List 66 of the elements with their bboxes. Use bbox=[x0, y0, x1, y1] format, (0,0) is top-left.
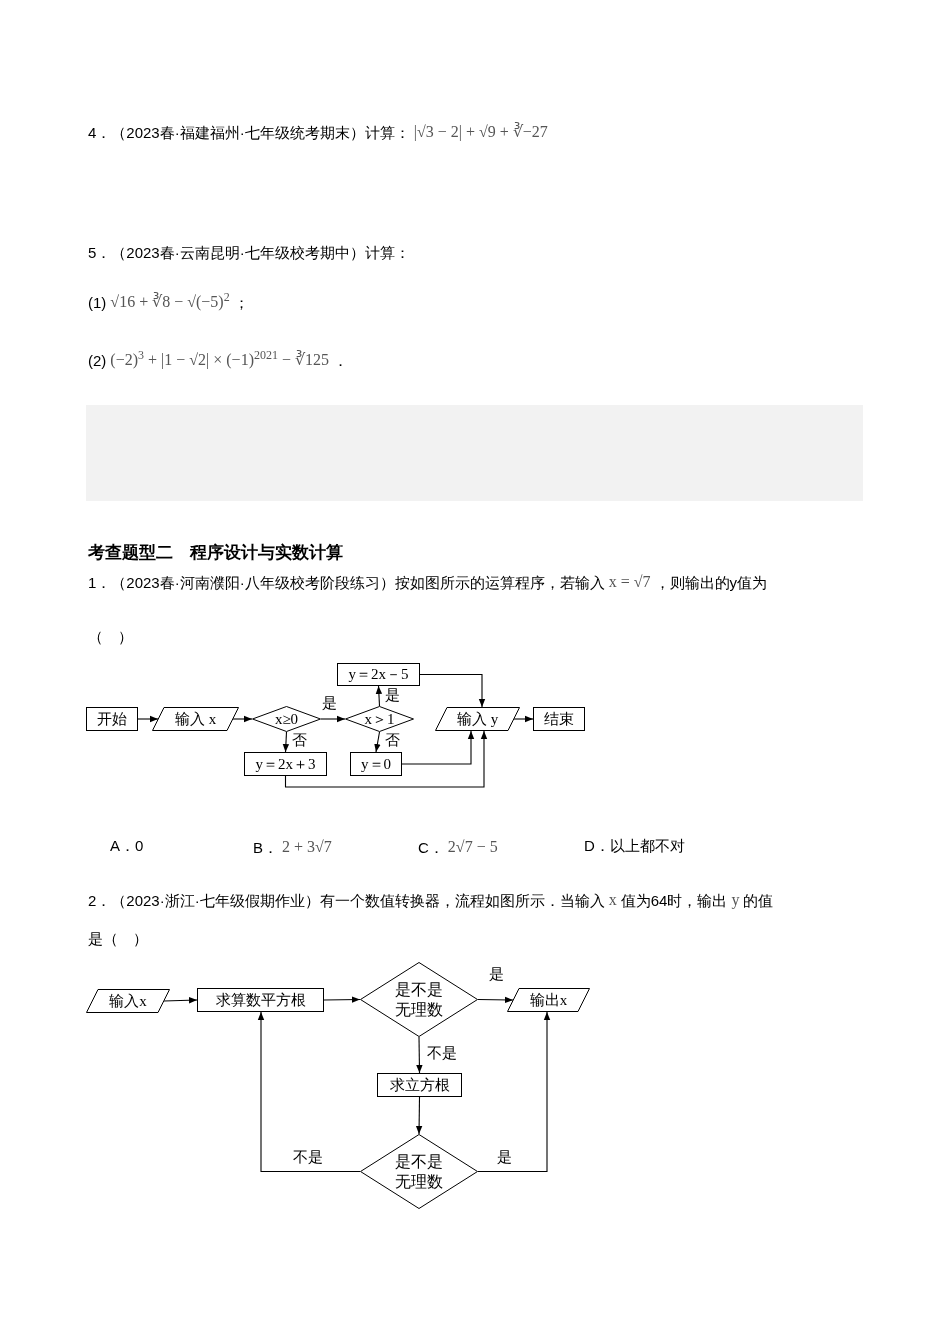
math-expression: |√3 − 2| + √9 + ∛−27 bbox=[413, 121, 548, 143]
edge-label: 是 bbox=[321, 696, 338, 711]
arrow bbox=[401, 730, 475, 765]
process-box: 求算数平方根 bbox=[197, 988, 324, 1012]
arrow bbox=[232, 715, 253, 723]
math-expression: (−2)$^{3}$ + |1 − √2| × (−1)$^{2021}$ − ∛125 bbox=[110, 348, 329, 371]
decision-diamond: 是不是无理数 bbox=[360, 1134, 478, 1209]
question-text: ，则输出的y值为 bbox=[654, 572, 767, 593]
arrow bbox=[282, 731, 290, 753]
arrow bbox=[374, 731, 381, 753]
arrow bbox=[320, 715, 346, 723]
math-expression: y bbox=[731, 890, 740, 911]
question-text: （ ） bbox=[88, 627, 133, 647]
arrow bbox=[284, 730, 488, 788]
arrow bbox=[419, 673, 486, 708]
question-text: A．0 bbox=[110, 836, 144, 856]
edge-label: 不是 bbox=[426, 1046, 458, 1061]
decision-diamond: x＞1 bbox=[345, 706, 414, 732]
edge-label: 不是 bbox=[292, 1150, 324, 1165]
decision-diamond: 是不是无理数 bbox=[360, 962, 478, 1037]
io-parallelogram: 输出x bbox=[507, 988, 590, 1012]
edge-label: 否 bbox=[384, 733, 401, 748]
question-text: 4．（2023春·福建福州·七年级统考期末）计算： bbox=[88, 122, 410, 143]
edge-label: 是 bbox=[488, 967, 505, 982]
arrow bbox=[477, 1011, 551, 1173]
math-expression: 2√7 − 5 bbox=[447, 837, 498, 857]
question-text: 的值 bbox=[743, 890, 774, 911]
process-box: 求立方根 bbox=[377, 1073, 462, 1097]
edge-label: 是 bbox=[496, 1150, 513, 1165]
io-parallelogram: 输入x bbox=[86, 989, 170, 1013]
arrow bbox=[477, 996, 514, 1004]
question-text: 是（ ） bbox=[88, 929, 148, 949]
io-parallelogram: 输入 x bbox=[152, 707, 239, 731]
arrow bbox=[137, 715, 159, 723]
io-parallelogram: 输入 y bbox=[435, 707, 520, 731]
question-text: 1．（2023春·河南濮阳·八年级校考阶段练习）按如图所示的运算程序，若输入 bbox=[88, 572, 605, 593]
question-text: B． bbox=[253, 837, 278, 858]
arrow bbox=[375, 685, 383, 707]
arrow bbox=[257, 1011, 361, 1173]
question-text: D．以上都不对 bbox=[584, 836, 685, 856]
math-expression: x bbox=[608, 890, 617, 910]
question-text: 5．（2023春·云南昆明·七年级校考期中）计算： bbox=[88, 243, 410, 263]
question-text: 2．（2023·浙江·七年级假期作业）有一个数值转换器，流程如图所示．当输入 bbox=[88, 890, 605, 911]
terminal-box: 结束 bbox=[533, 707, 585, 731]
question-text: (1) bbox=[88, 292, 107, 313]
section-heading: 考查题型二 程序设计与实数计算 bbox=[88, 542, 343, 564]
question-text: C． bbox=[418, 837, 444, 858]
edge-label: 否 bbox=[291, 733, 308, 748]
process-box: y＝0 bbox=[350, 752, 402, 776]
arrow bbox=[415, 1096, 423, 1135]
process-box: y＝2x－5 bbox=[337, 663, 420, 686]
process-box: y＝2x＋3 bbox=[244, 752, 327, 776]
decision-diamond: x≥0 bbox=[252, 706, 321, 732]
math-expression: √16 + ∛8 − √(−5)$^{2}$ bbox=[110, 290, 230, 313]
edge-label: 是 bbox=[384, 688, 401, 703]
terminal-box: 开始 bbox=[86, 707, 138, 731]
arrow bbox=[163, 997, 198, 1004]
question-text: (2) bbox=[88, 350, 107, 371]
math-expression: x = √7 bbox=[608, 572, 651, 592]
math-expression: 2 + 3√7 bbox=[282, 837, 332, 857]
question-text: ． bbox=[333, 350, 348, 371]
arrow bbox=[323, 996, 361, 1003]
question-text: ； bbox=[233, 292, 249, 313]
arrow bbox=[513, 715, 534, 723]
question-text: 值为64时，输出 bbox=[620, 890, 728, 911]
arrow bbox=[416, 1036, 423, 1074]
